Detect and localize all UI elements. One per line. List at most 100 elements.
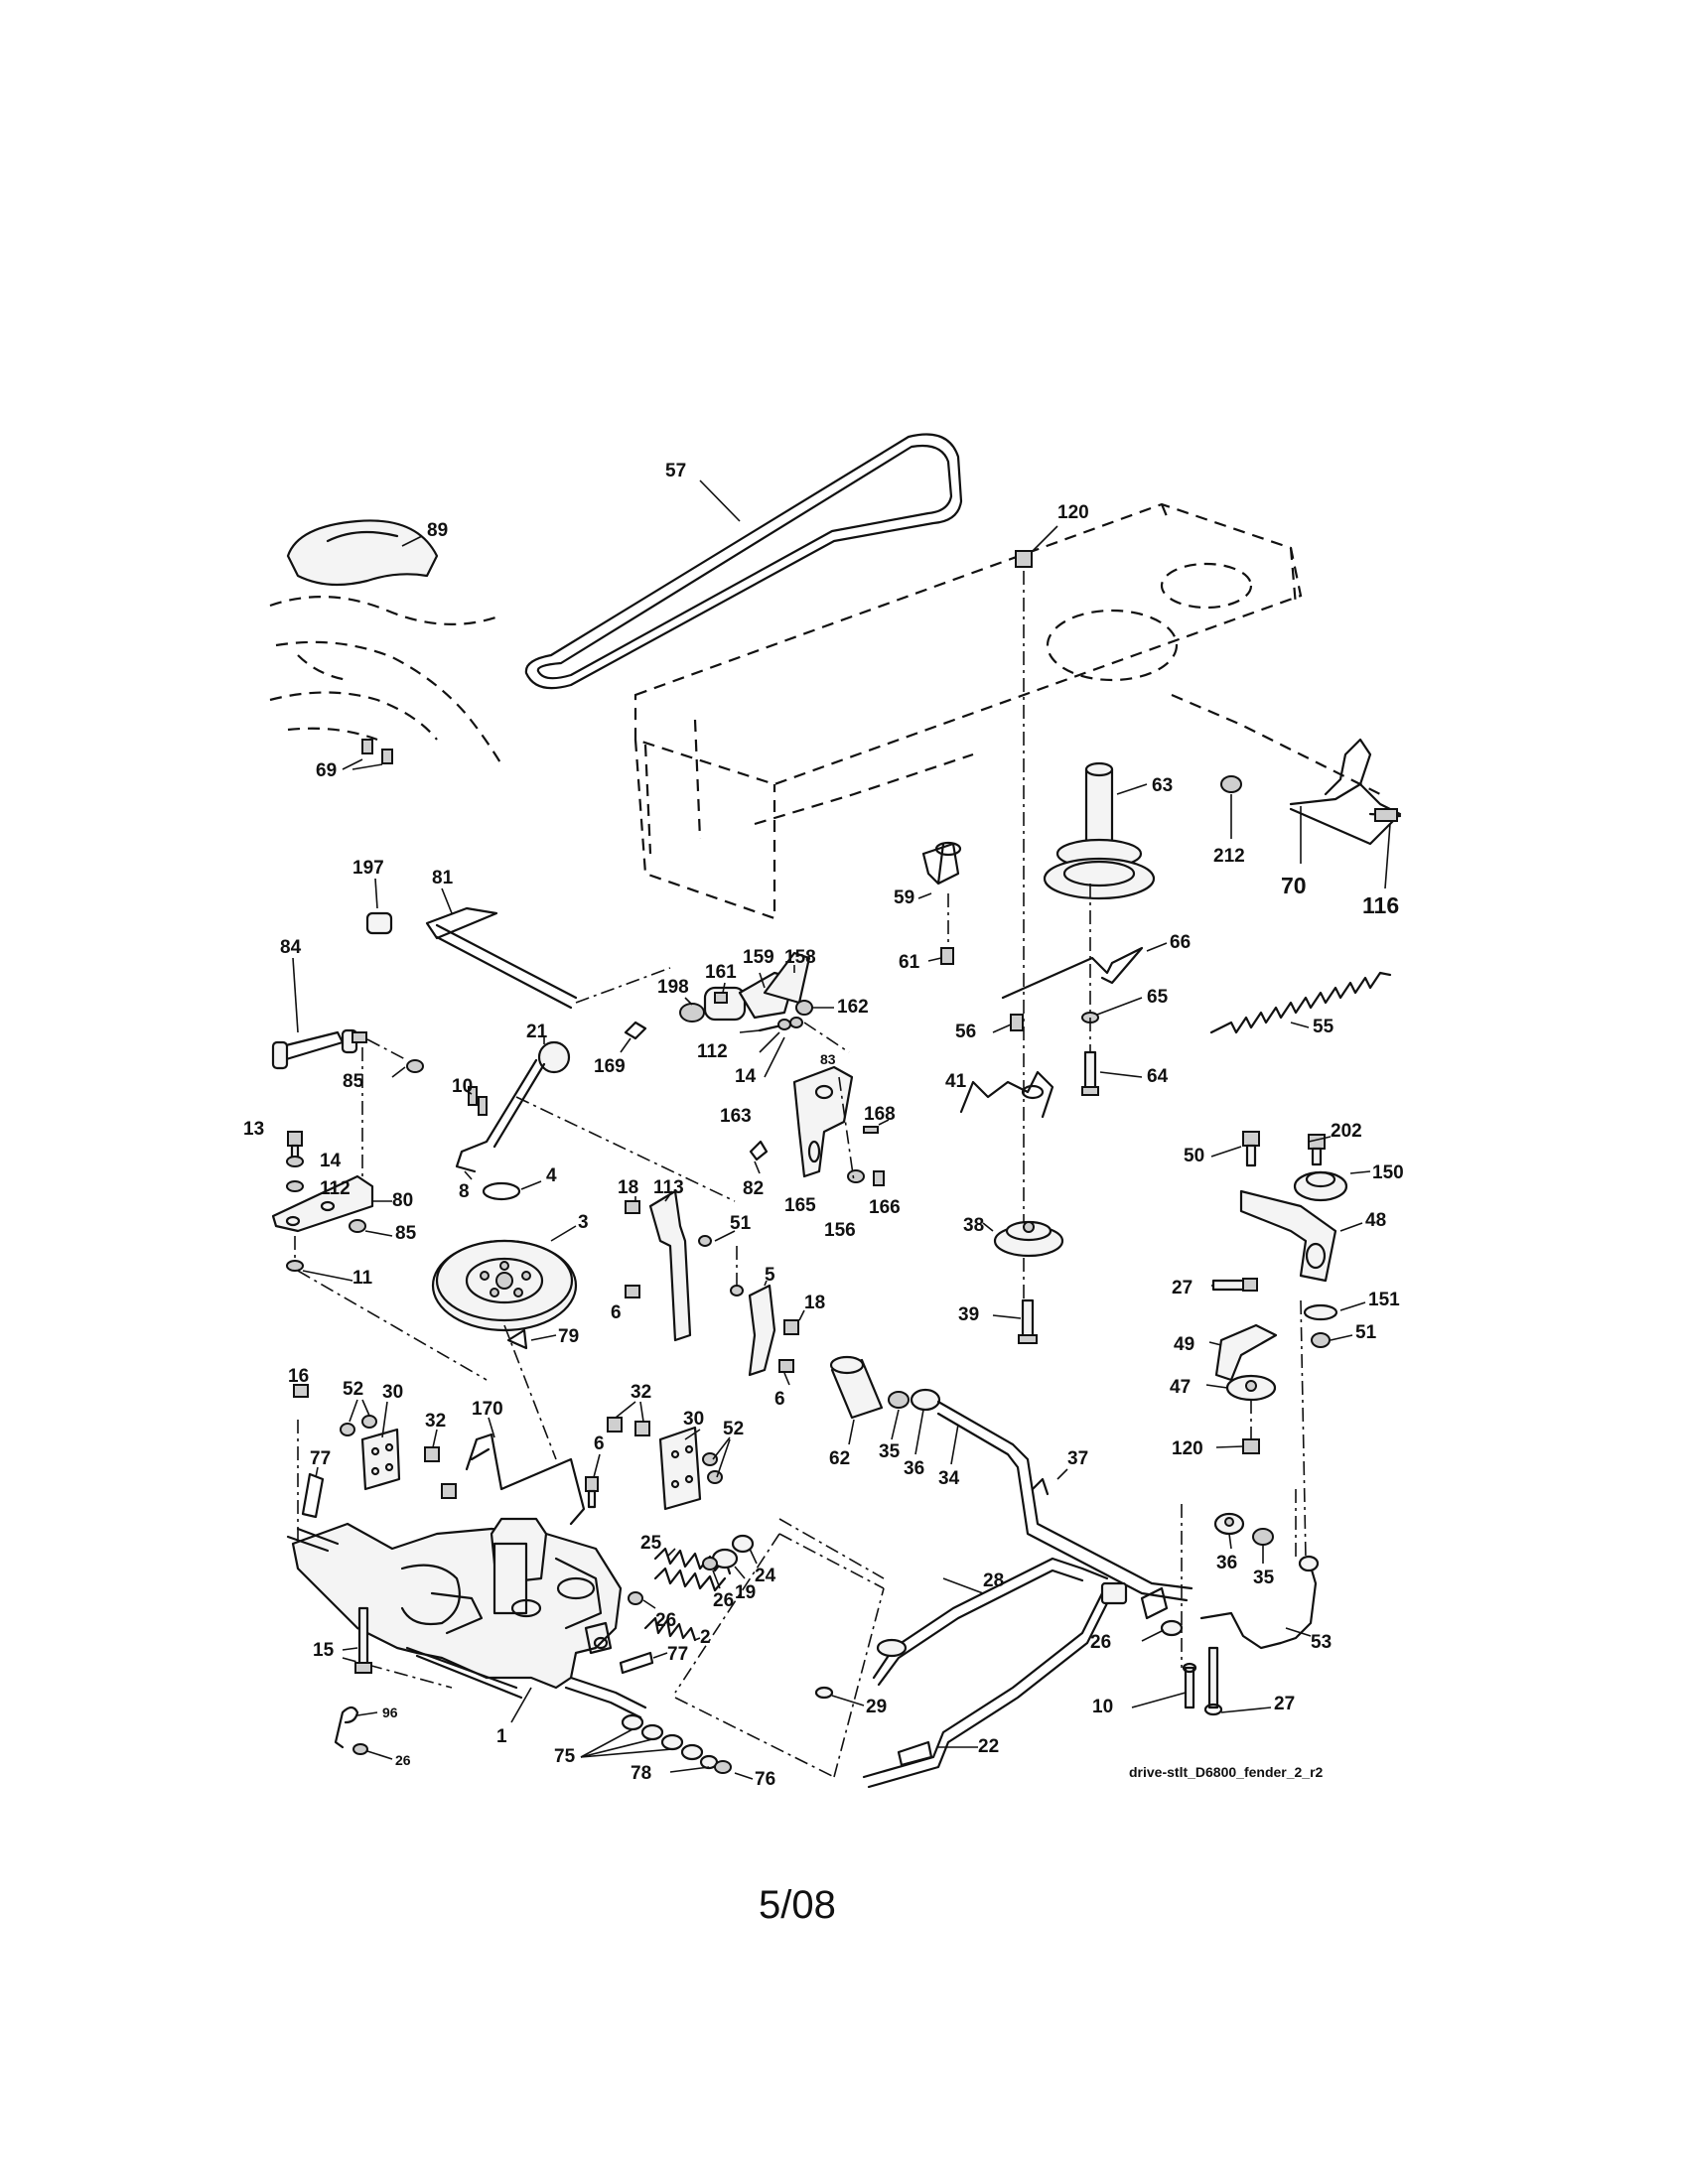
- callout-28: 28: [983, 1570, 1004, 1591]
- part-41-clip: [959, 1070, 1054, 1119]
- part-81-shaft: [365, 878, 671, 1010]
- callout-85b: 85: [395, 1223, 417, 1244]
- callout-labels: 57 89 120 69 63 212 70 116 197 81 59 66 …: [243, 461, 1404, 1927]
- callout-51b: 51: [1355, 1322, 1377, 1343]
- part-15-bolt: [342, 1606, 372, 1674]
- part-34-shaft: [829, 1355, 1193, 1602]
- callout-21: 21: [526, 1022, 548, 1042]
- callout-10: 10: [452, 1076, 473, 1097]
- callout-51: 51: [730, 1213, 752, 1234]
- callout-63: 63: [1152, 775, 1173, 796]
- part-59-bracket: [917, 841, 962, 965]
- callout-36b: 36: [1216, 1553, 1237, 1573]
- callout-38: 38: [963, 1215, 984, 1236]
- callout-57: 57: [665, 461, 686, 481]
- callout-162: 162: [837, 997, 869, 1018]
- callout-112: 112: [697, 1041, 728, 1062]
- part-75-78-76-washers: [580, 1713, 754, 1780]
- callout-41: 41: [945, 1071, 967, 1092]
- part-48-bracket: [1210, 1131, 1371, 1283]
- part-1-transaxle: [286, 1517, 647, 1723]
- callout-70: 70: [1281, 873, 1307, 898]
- callout-36: 36: [904, 1458, 924, 1479]
- callout-26b: 26: [655, 1610, 676, 1631]
- part-169-clip: [620, 1021, 647, 1053]
- part-3-main-pulley: [431, 1180, 578, 1460]
- callout-14: 14: [735, 1066, 757, 1087]
- callout-77: 77: [310, 1448, 331, 1469]
- callout-47: 47: [1170, 1377, 1191, 1398]
- part-38-idler-pulley: [982, 1220, 1064, 1344]
- callout-161: 161: [705, 962, 737, 983]
- callout-27b: 27: [1274, 1694, 1295, 1714]
- callout-8: 8: [459, 1181, 470, 1202]
- callout-24: 24: [755, 1566, 776, 1586]
- callout-35b: 35: [1253, 1568, 1275, 1588]
- callout-26d: 26: [395, 1752, 411, 1768]
- callout-59: 59: [894, 887, 914, 908]
- callout-13: 13: [243, 1119, 264, 1140]
- callout-53: 53: [1311, 1632, 1332, 1653]
- callout-26: 26: [713, 1590, 734, 1611]
- callout-4: 4: [546, 1165, 557, 1186]
- callout-75: 75: [554, 1746, 576, 1767]
- part-89-cover: [286, 519, 439, 587]
- callout-78: 78: [631, 1763, 651, 1784]
- callout-1: 1: [496, 1726, 507, 1747]
- callout-22: 22: [978, 1736, 999, 1757]
- callout-3: 3: [578, 1212, 589, 1233]
- callout-49: 49: [1174, 1334, 1194, 1355]
- callout-77b: 77: [667, 1644, 688, 1665]
- alignment-lines: [297, 1076, 1307, 1778]
- callout-96: 96: [382, 1705, 398, 1720]
- callout-6b: 6: [774, 1389, 785, 1410]
- callout-197: 197: [352, 858, 384, 879]
- callout-151: 151: [1368, 1290, 1400, 1310]
- callout-30b: 30: [683, 1409, 704, 1430]
- callout-69: 69: [316, 760, 337, 781]
- callout-202: 202: [1331, 1121, 1362, 1142]
- callout-79: 79: [558, 1326, 579, 1347]
- callout-80: 80: [392, 1190, 413, 1211]
- part-120-nut: [1015, 525, 1058, 1231]
- callout-32b: 32: [425, 1411, 446, 1432]
- callout-61: 61: [899, 952, 920, 973]
- callout-39: 39: [958, 1304, 979, 1325]
- callout-15: 15: [313, 1640, 335, 1661]
- callout-6c: 6: [594, 1433, 605, 1454]
- part-96-clip: [334, 1706, 393, 1760]
- part-158-159-assembly: [679, 951, 834, 1023]
- callout-83: 83: [820, 1051, 836, 1067]
- callout-29: 29: [866, 1697, 887, 1717]
- part-66-arm: [1001, 942, 1168, 1000]
- callout-163: 163: [720, 1106, 752, 1127]
- callout-165: 165: [784, 1195, 816, 1216]
- part-170-rod: [465, 1417, 601, 1526]
- diagram-reference-code: drive-stlt_D6800_fender_2_r2: [1129, 1764, 1324, 1780]
- callout-85: 85: [343, 1071, 364, 1092]
- callout-212: 212: [1213, 846, 1245, 867]
- part-212-70-116: [1220, 738, 1402, 889]
- part-165-bracket: [749, 1065, 890, 1186]
- fender-outline: [269, 596, 502, 765]
- part-113-5-brackets: [625, 1189, 805, 1386]
- callout-168: 168: [864, 1104, 896, 1125]
- callout-10b: 10: [1092, 1697, 1113, 1717]
- callout-26c: 26: [1090, 1632, 1111, 1653]
- callout-19: 19: [735, 1582, 756, 1603]
- part-63-pulley: [1043, 761, 1156, 900]
- callout-52b: 52: [723, 1419, 744, 1439]
- part-21-knob-8-lever: [455, 1037, 571, 1180]
- callout-82: 82: [743, 1178, 764, 1199]
- callout-81: 81: [432, 868, 454, 888]
- page-date: 5/08: [759, 1883, 836, 1927]
- callout-56: 56: [955, 1022, 976, 1042]
- callout-6: 6: [611, 1302, 622, 1323]
- callout-52: 52: [343, 1379, 363, 1400]
- callout-169: 169: [594, 1056, 626, 1077]
- callout-11: 11: [352, 1268, 373, 1289]
- part-30-32-plates-left: [293, 1384, 457, 1519]
- callout-48: 48: [1365, 1210, 1386, 1231]
- callout-112b: 112: [320, 1178, 351, 1199]
- callout-170: 170: [472, 1399, 503, 1420]
